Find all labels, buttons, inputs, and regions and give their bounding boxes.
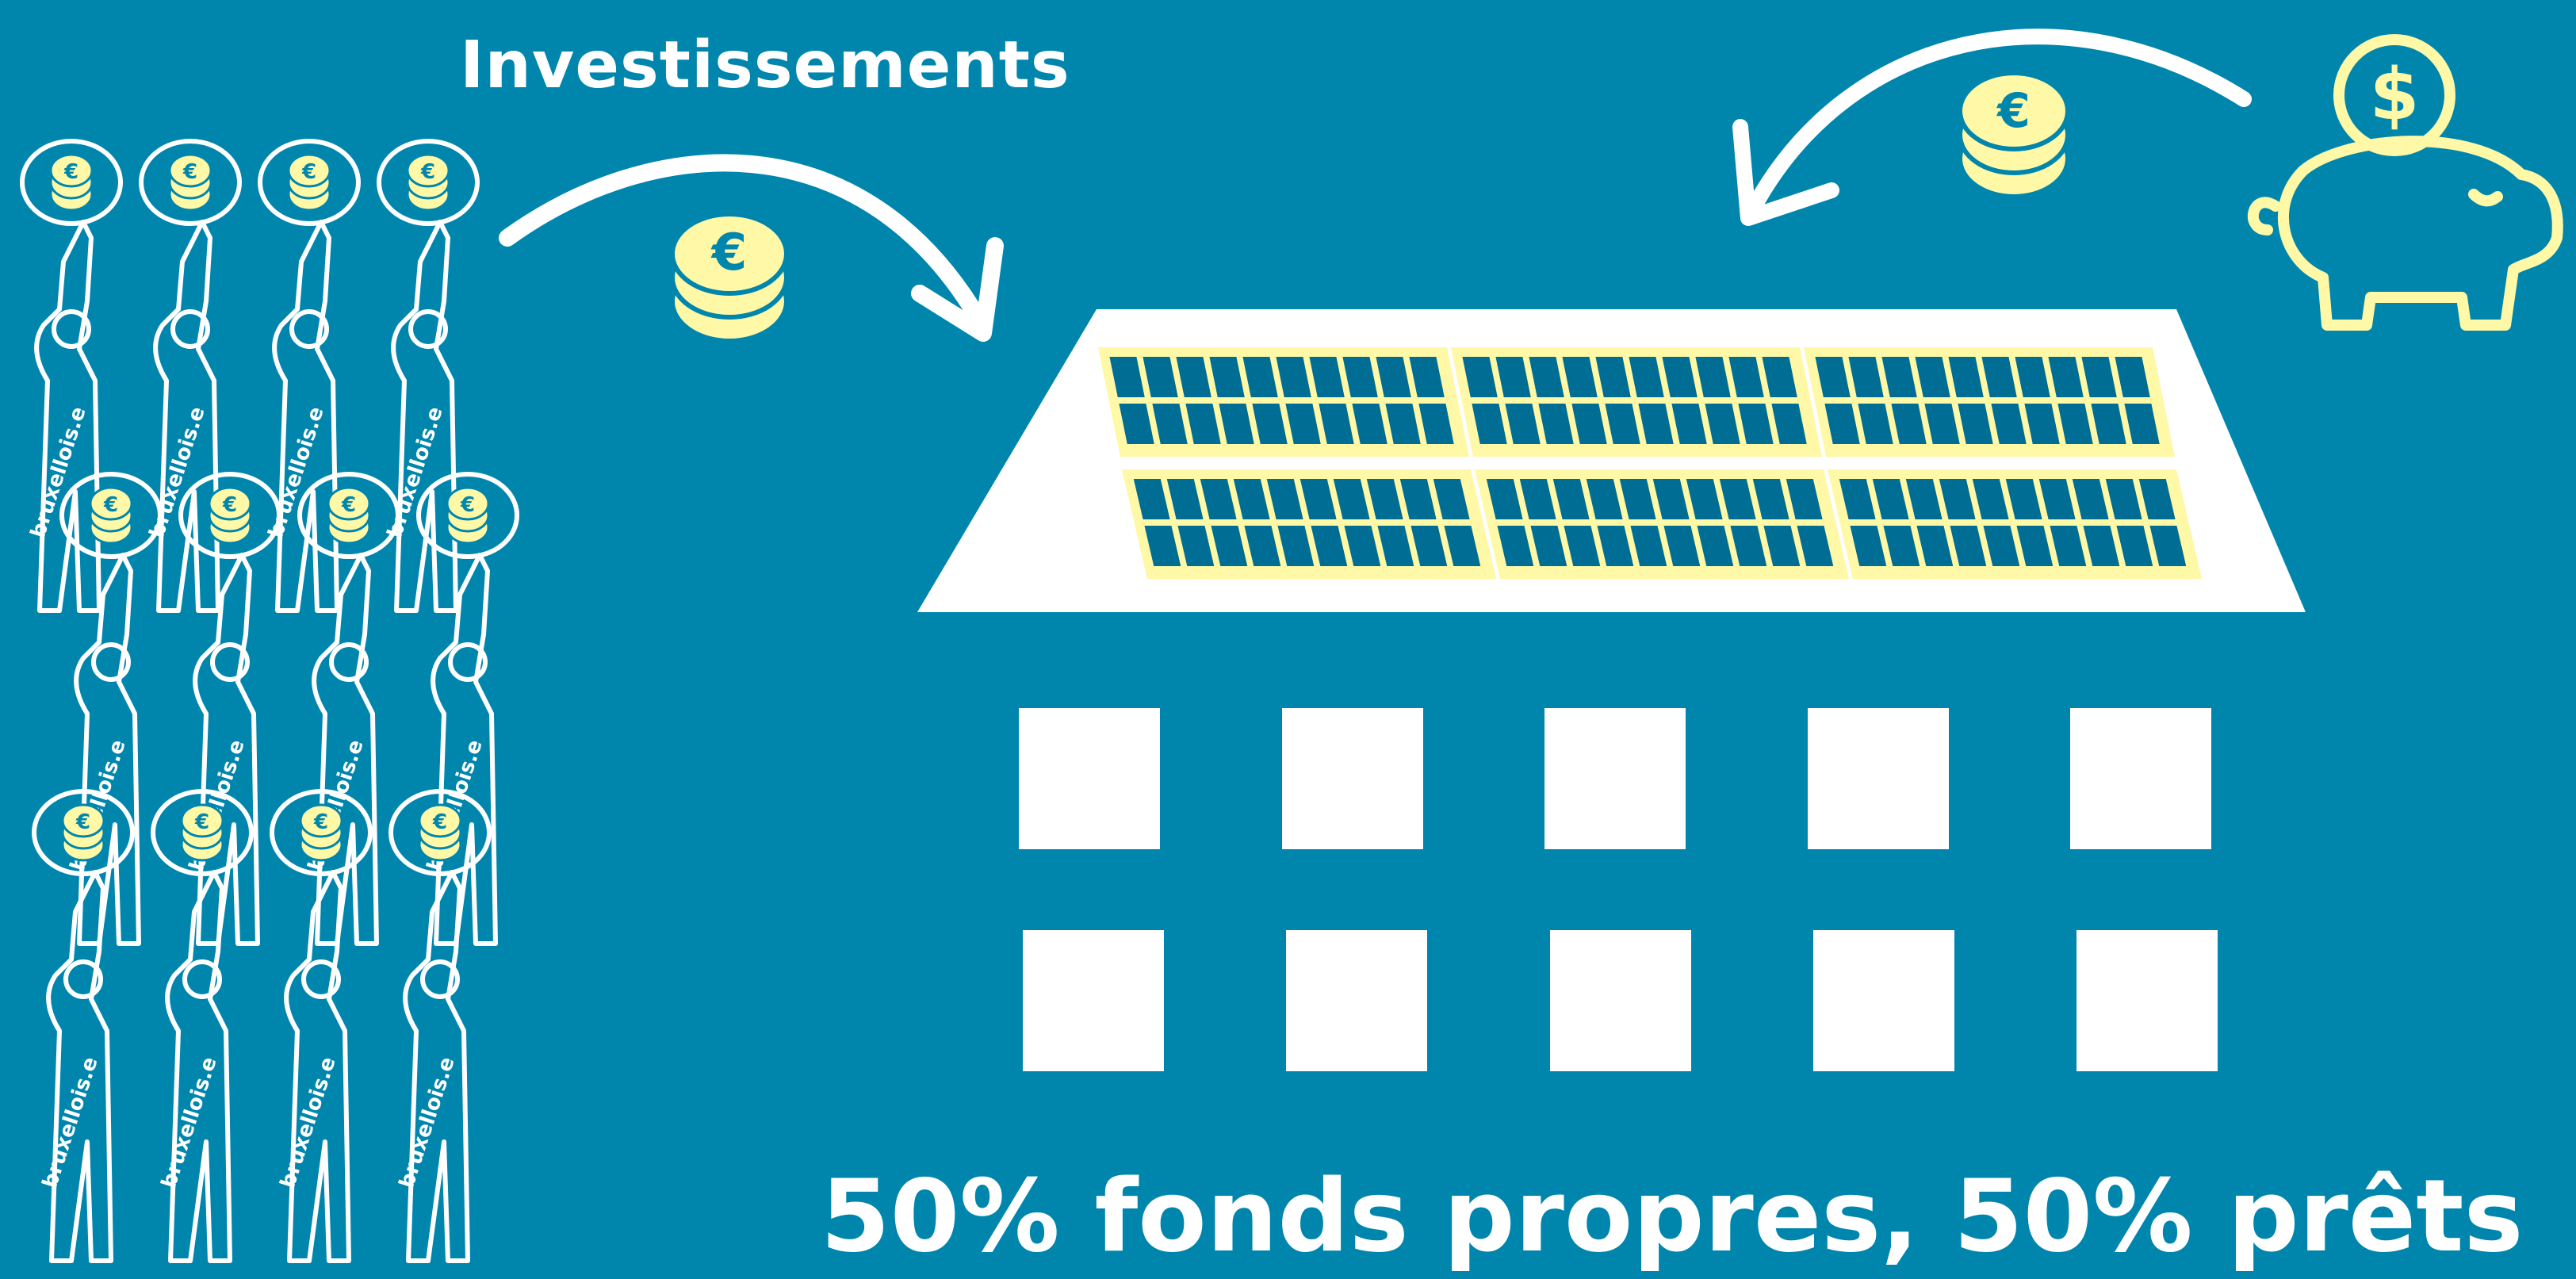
building-window [1286,930,1427,1071]
piggy-symbol: $ [2370,53,2420,136]
coin-stack-icon: € [49,153,94,212]
building-window [1019,708,1160,849]
person-label: bruxellois.e [264,404,329,541]
building-window [2070,708,2211,849]
building-window [1023,930,1164,1071]
coin-symbol: € [432,810,447,834]
person-label: bruxellois.e [383,404,448,541]
coin-stack-icon: € [418,803,462,862]
coin-symbol: € [1996,83,2031,139]
coin-stack-icon: € [299,803,343,862]
person-label: bruxellois.e [276,1054,341,1191]
solar-panel-icon [1451,347,1822,457]
person-label: bruxellois.e [38,1054,103,1191]
coin-symbol: € [182,160,197,184]
coin-symbol: € [341,493,356,517]
arrow-icon [499,154,1004,342]
coin-stack-icon: € [670,212,789,343]
building-window [1282,708,1423,849]
coin-stack-icon: € [327,486,371,545]
coin-stack-icon: € [168,153,212,212]
coin-stack-icon: € [61,803,105,862]
arrow-icon [1732,29,2252,226]
solar-panel-icon [1098,347,1469,457]
coin-symbol: € [222,493,237,517]
investments-title: Investissements [460,28,1070,103]
coin-stack-icon: € [89,486,133,545]
coin-symbol: € [103,493,118,517]
building-window [2076,930,2218,1071]
person-label: bruxellois.e [145,404,210,541]
solar-panel-array [1098,347,2202,579]
crowd: € bruxellois.e € bruxellois.e € bruxellois.e €… [20,139,519,1263]
coin-stack-icon: € [287,153,331,212]
coin-symbol: € [313,810,328,834]
coin-symbol: € [420,160,435,184]
coin-stack-icon: € [180,803,224,862]
coin-symbol: € [75,810,90,834]
piggy-bank-icon: $ [2248,34,2563,331]
building-window [1813,930,1954,1071]
person-label: bruxellois.e [157,1054,222,1191]
solar-panel-icon [1122,469,1496,579]
coin-stack-icon: € [1958,71,2070,199]
coin-symbol: € [194,810,209,834]
building-window [1544,708,1686,849]
coin-stack-icon: € [208,486,252,545]
person-label: bruxellois.e [395,1054,460,1191]
solar-panel-icon [1804,347,2175,457]
building-window [1808,708,1949,849]
coin-symbol: € [710,224,748,282]
coin-stack-icon: € [406,153,450,212]
person-label: bruxellois.e [26,404,91,541]
coin-symbol: € [301,160,316,184]
coin-symbol: € [460,493,475,517]
coin-stack-icon: € [446,486,490,545]
building-window [1550,930,1691,1071]
solar-panel-icon [1828,469,2202,579]
solar-panel-icon [1475,469,1849,579]
coin-symbol: € [63,160,78,184]
